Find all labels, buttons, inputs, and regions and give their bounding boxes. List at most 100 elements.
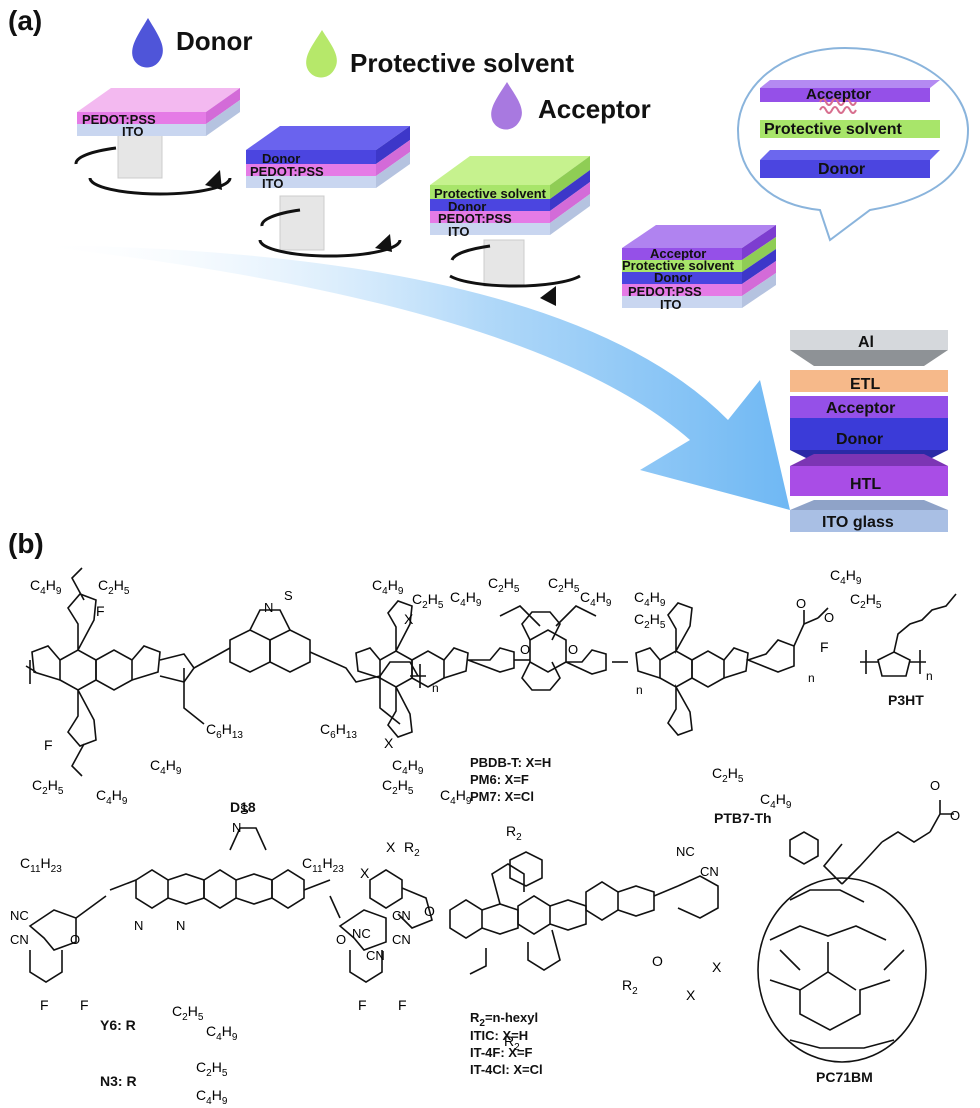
donor-drop-icon	[132, 18, 163, 68]
stack4-donor-label: Donor	[654, 270, 692, 285]
svg-text:n: n	[926, 669, 933, 683]
bubble-donor-label: Donor	[818, 161, 865, 178]
stack3-donor-label: Donor	[448, 199, 486, 214]
svg-text:C4H9: C4H9	[96, 787, 128, 807]
svg-text:R2: R2	[622, 977, 638, 997]
device-stack: Al ETL Acceptor Donor HTL ITO glass	[790, 330, 948, 532]
svg-text:NC: NC	[10, 908, 29, 923]
svg-text:C6H13: C6H13	[320, 721, 357, 741]
d18-substituents: C4H9 C2H5 F F C2H5 C4H9 C6H13 C4H9 C6H13…	[30, 577, 439, 807]
protective-drop-icon	[306, 30, 337, 78]
itic-r2-text: =n-hexyl	[485, 1010, 538, 1025]
svg-text:C4H9: C4H9	[830, 567, 862, 587]
svg-text:F: F	[398, 997, 407, 1013]
svg-text:O: O	[652, 953, 663, 969]
ptb7th-name: PTB7-Th	[714, 810, 772, 826]
svg-text:C2H5: C2H5	[412, 591, 444, 611]
d18-name: D18	[230, 799, 256, 815]
svg-text:C4H9: C4H9	[30, 577, 62, 597]
stack2-ito-label: ITO	[262, 176, 283, 191]
svg-text:N: N	[134, 918, 143, 933]
svg-text:n: n	[808, 671, 815, 685]
y6-definition: Y6: R	[100, 1017, 136, 1033]
stack-4: Acceptor Protective solvent Donor PEDOT:…	[622, 225, 776, 312]
molecule-itic	[369, 851, 719, 975]
svg-text:C6H13: C6H13	[206, 721, 243, 741]
device-acceptor-label: Acceptor	[826, 400, 895, 417]
svg-text:O: O	[796, 596, 806, 611]
molecule-ptb7th	[635, 602, 829, 736]
device-donor-label: Donor	[836, 431, 883, 448]
svg-text:C2H5: C2H5	[850, 591, 882, 611]
svg-text:C4H9: C4H9	[392, 757, 424, 777]
svg-text:C2H5: C2H5	[98, 577, 130, 597]
svg-text:C2H5: C2H5	[172, 1003, 204, 1023]
stack4-ito-label: ITO	[660, 297, 681, 312]
pbdb-line-1: PBDB-T: X=H	[470, 755, 551, 770]
stack3-pedot-label: PEDOT:PSS	[438, 211, 512, 226]
svg-text:R2: R2	[404, 839, 420, 859]
svg-text:C4H9: C4H9	[634, 589, 666, 609]
svg-text:C4H9: C4H9	[206, 1023, 238, 1043]
acceptor-drop-icon	[491, 82, 522, 130]
molecule-d18	[25, 567, 426, 777]
pc71bm-name: PC71BM	[816, 1069, 873, 1085]
device-htl-label: HTL	[850, 476, 881, 493]
stack2-donor-label: Donor	[262, 151, 300, 166]
stack-1: PEDOT:PSS ITO	[74, 88, 240, 196]
svg-text:O: O	[520, 642, 530, 657]
svg-text:R2=n-hexyl: R2=n-hexyl	[470, 1010, 538, 1029]
device-al-label: Al	[858, 334, 874, 351]
svg-text:C2H5: C2H5	[712, 765, 744, 785]
svg-text:R2: R2	[506, 823, 522, 843]
svg-text:X: X	[386, 839, 396, 855]
n3-definition: N3: R	[100, 1073, 137, 1089]
zoom-bubble: Acceptor Protective solvent Donor	[736, 46, 970, 242]
svg-text:F: F	[820, 639, 829, 655]
svg-text:C2H5: C2H5	[634, 611, 666, 631]
svg-text:O: O	[336, 932, 346, 947]
stack4-acceptor-label: Acceptor	[650, 246, 706, 261]
stack1-pedot-label: PEDOT:PSS	[82, 112, 156, 127]
stack4-protective-label: Protective solvent	[622, 258, 735, 273]
svg-text:N: N	[264, 600, 273, 615]
panel-a-label: (a)	[8, 5, 42, 36]
svg-text:n: n	[432, 681, 439, 695]
pbdb-substituents: C4H9 C2H5 X X C2H5 C4H9 C4H9 C2H5 C2H5 C…	[372, 575, 643, 807]
svg-text:S: S	[284, 588, 293, 603]
molecule-y6	[28, 827, 387, 983]
svg-text:O: O	[568, 642, 578, 657]
stack1-ito-label: ITO	[122, 124, 143, 139]
molecule-p3ht	[860, 593, 957, 677]
svg-text:C2H5: C2H5	[196, 1059, 228, 1079]
svg-text:X: X	[712, 959, 722, 975]
svg-text:S: S	[240, 802, 249, 817]
svg-text:CN: CN	[10, 932, 29, 947]
svg-text:F: F	[96, 603, 105, 619]
stack3-protective-label: Protective solvent	[434, 186, 547, 201]
svg-text:C4H9: C4H9	[760, 791, 792, 811]
panel-b-label: (b)	[8, 528, 44, 559]
svg-text:C2H5: C2H5	[548, 575, 580, 595]
svg-text:F: F	[358, 997, 367, 1013]
svg-text:O: O	[950, 808, 960, 823]
svg-text:C11H23: C11H23	[302, 855, 344, 875]
protective-drop-label: Protective solvent	[350, 48, 574, 78]
svg-text:NC: NC	[352, 926, 371, 941]
acceptor-drop-label: Acceptor	[538, 94, 651, 124]
itic-line-1: ITIC: X=H	[470, 1028, 528, 1043]
svg-text:X: X	[686, 987, 696, 1003]
svg-text:C4H9: C4H9	[196, 1087, 228, 1107]
molecule-pc71bm	[757, 800, 954, 1063]
svg-text:CN: CN	[700, 864, 719, 879]
svg-text:O: O	[70, 932, 80, 947]
svg-text:C4H9: C4H9	[372, 577, 404, 597]
stack2-pedot-label: PEDOT:PSS	[250, 164, 324, 179]
svg-text:CN: CN	[392, 908, 411, 923]
itic-line-3: IT-4Cl: X=Cl	[470, 1062, 543, 1077]
svg-text:N: N	[232, 820, 241, 835]
process-arrow	[30, 245, 790, 510]
svg-text:CN: CN	[366, 948, 385, 963]
